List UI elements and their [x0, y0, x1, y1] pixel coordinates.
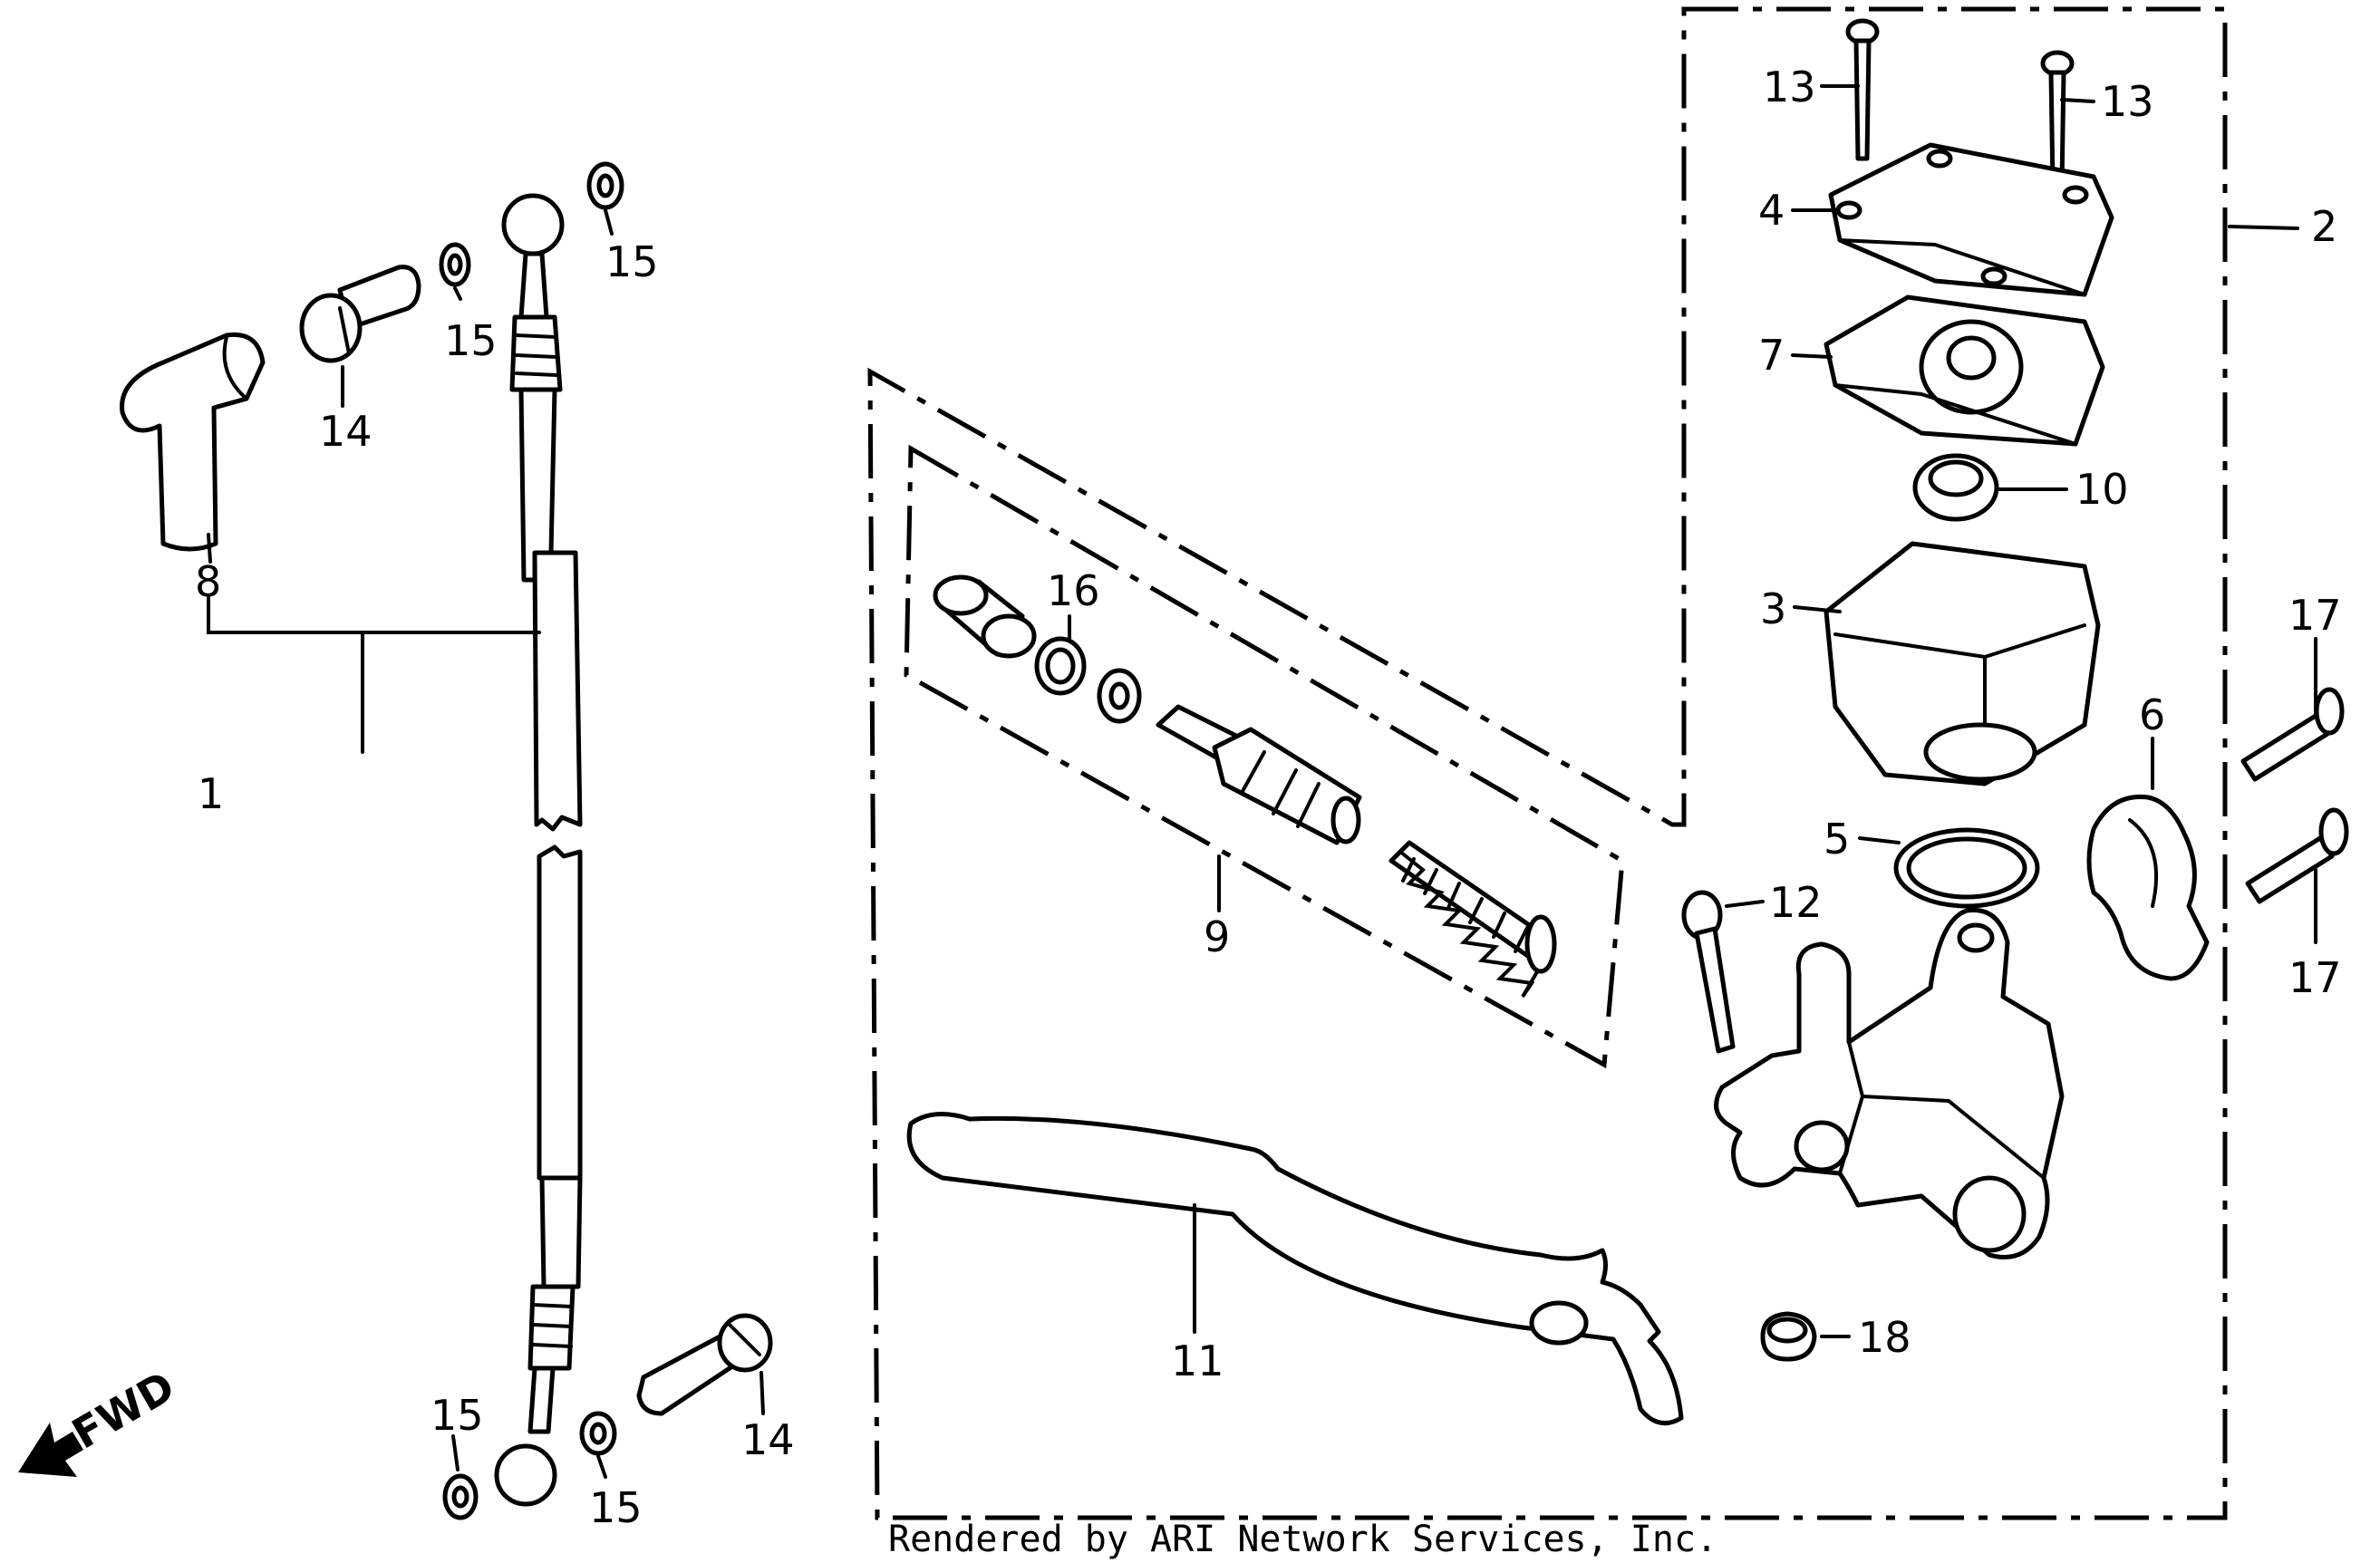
callout-15-c: 15 [431, 1391, 484, 1440]
holder-bolt-lower [2245, 807, 2349, 904]
sealing-washer-1 [586, 161, 624, 210]
callout-17-upper: 17 [2288, 591, 2342, 640]
callout-15-d: 15 [589, 1483, 643, 1532]
callout-12: 12 [1769, 878, 1823, 927]
reservoir-cap [1828, 142, 2114, 297]
callout-6: 6 [2139, 690, 2165, 739]
callout-9: 9 [1204, 912, 1230, 961]
master-cylinder-assembly-boundary [867, 6, 2228, 1520]
callout-13-right: 13 [2101, 77, 2154, 126]
o-ring [1893, 827, 2040, 909]
callout-1: 1 [198, 769, 224, 818]
callout-labels: 1 2 3 4 5 6 7 8 9 10 11 12 13 13 14 14 1… [195, 63, 2342, 1532]
cap-screw-left [1845, 18, 1880, 161]
piston-kit [933, 574, 1557, 999]
callout-18: 18 [1858, 1313, 1911, 1362]
master-cylinder-body [1714, 907, 2065, 1259]
callout-5: 5 [1824, 815, 1850, 864]
callout-2: 2 [2311, 202, 2337, 251]
callout-17-lower: 17 [2288, 953, 2342, 1002]
lever-pivot-nut [1760, 1311, 1817, 1362]
callout-4: 4 [1758, 186, 1785, 235]
fwd-direction-marker: FWD [18, 1362, 183, 1477]
diaphragm-seal [1912, 453, 1999, 522]
callout-10: 10 [2075, 465, 2129, 514]
sealing-washer-3 [442, 1473, 479, 1520]
brake-hose [494, 193, 583, 1507]
callout-14-lower: 14 [741, 1415, 795, 1464]
holder-bolt-upper [2240, 687, 2345, 782]
banjo-bolt-lower [636, 1313, 773, 1416]
credit-line: Rendered by ARI Network Services, Inc. [888, 1519, 1717, 1560]
piston-kit-boundary [904, 444, 1625, 1069]
hose-boot [120, 332, 266, 552]
handlebar-holder [2086, 794, 2210, 981]
callout-13-left: 13 [1763, 63, 1816, 111]
callout-15-b: 15 [444, 316, 498, 365]
lever-pivot-bolt [1681, 890, 1736, 1054]
diaphragm-plate [1824, 294, 2105, 447]
callout-3: 3 [1760, 584, 1786, 633]
sealing-washer-4 [579, 1411, 617, 1456]
fwd-label: FWD [64, 1362, 183, 1459]
banjo-bolt-upper [299, 265, 421, 363]
sealing-washer-2 [439, 242, 471, 287]
callout-15-a: 15 [605, 237, 659, 286]
callout-11: 11 [1171, 1336, 1224, 1385]
reservoir-body [1824, 541, 2101, 786]
callout-14-upper: 14 [319, 407, 372, 456]
leader-lines [207, 84, 2317, 1479]
callout-16: 16 [1047, 566, 1100, 615]
callout-8: 8 [195, 557, 221, 606]
brake-lever [906, 1112, 1684, 1426]
callout-7: 7 [1758, 331, 1785, 380]
